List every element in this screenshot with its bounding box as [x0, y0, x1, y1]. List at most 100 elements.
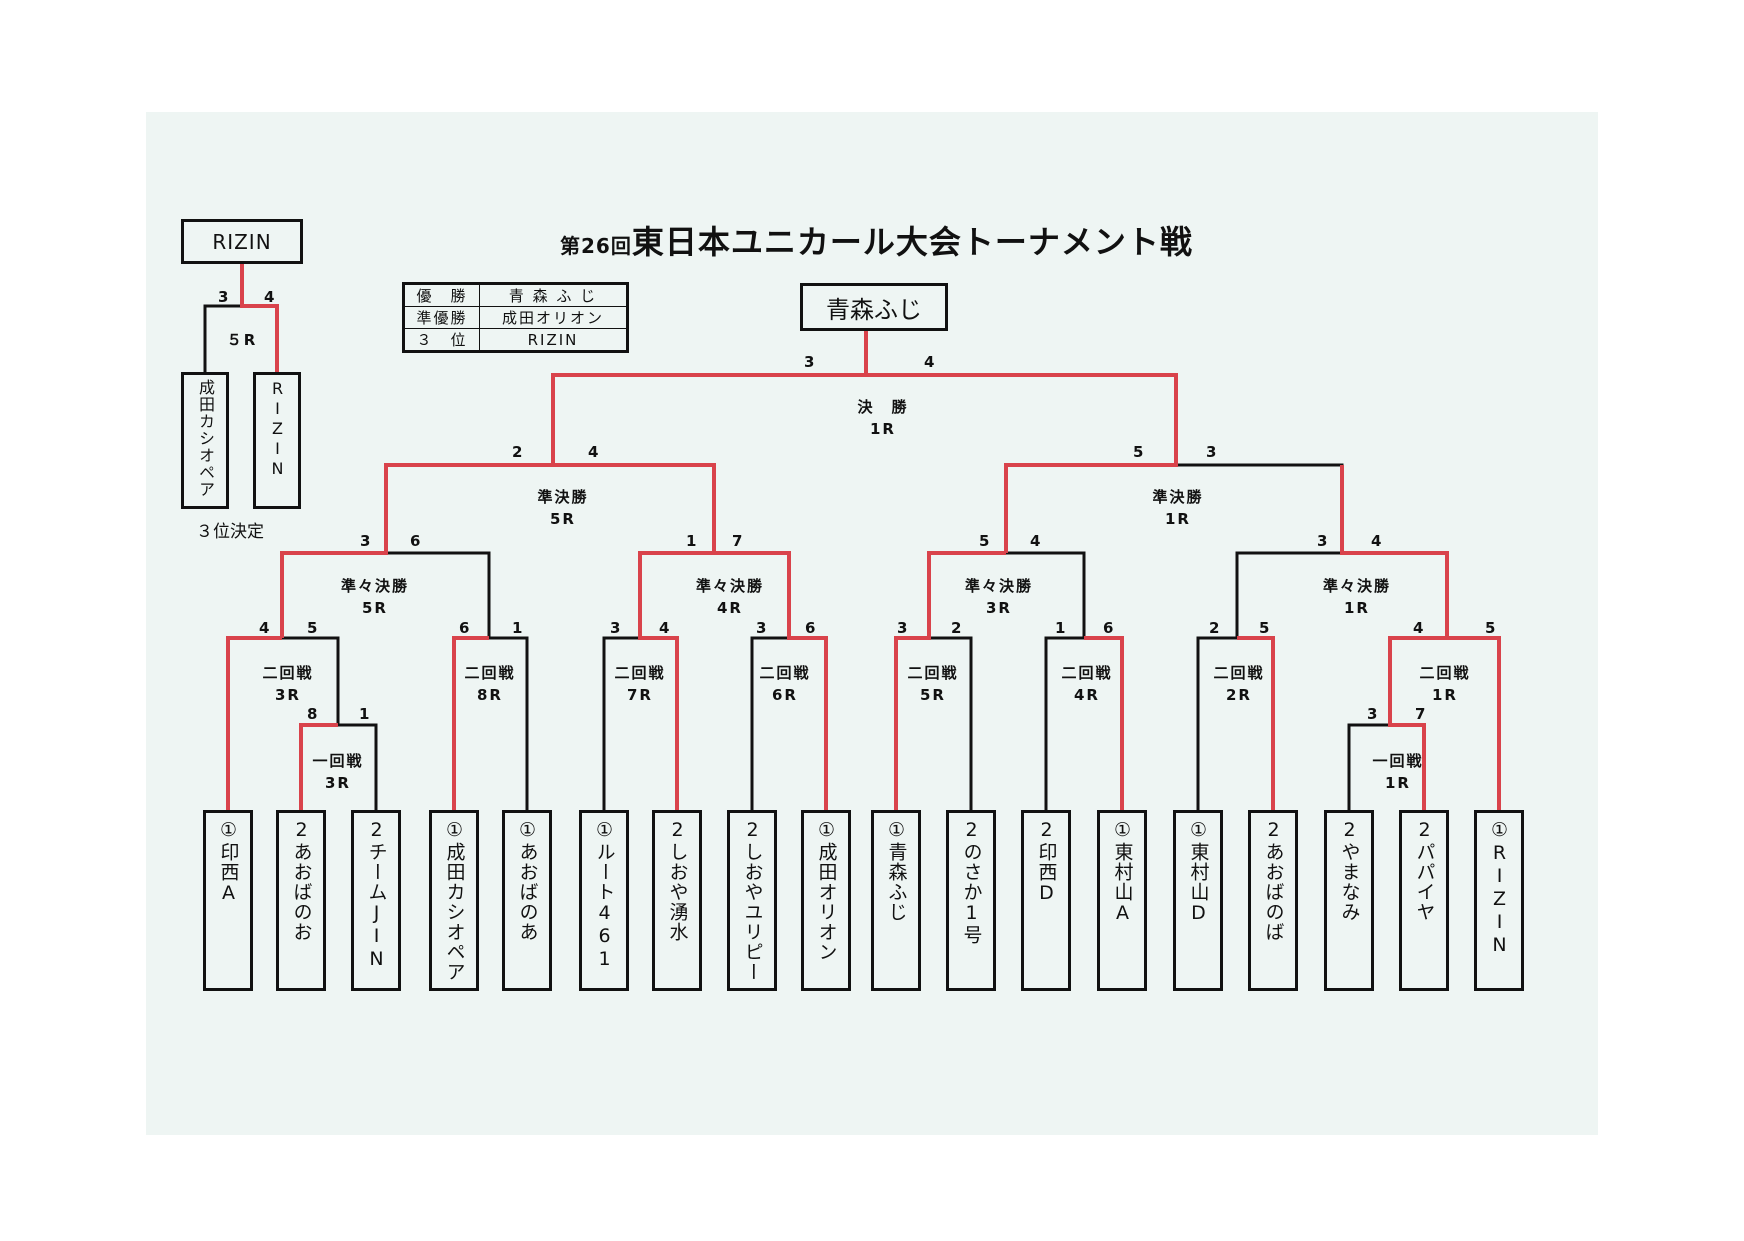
- page-title: 第26回東日本ユニカール大会トーナメント戦: [560, 217, 1193, 263]
- team-box: 2パパイヤ: [1399, 810, 1449, 991]
- team-box: 2あおばのお: [276, 810, 326, 991]
- score-qf3-a: 5: [979, 532, 990, 550]
- team-name: 2のさか1号: [960, 819, 983, 945]
- round-sheet: 4R: [1074, 686, 1100, 704]
- round-sheet: 3R: [986, 599, 1012, 617]
- round-name: 二回戦: [464, 664, 516, 682]
- score-semi-left-b: 4: [588, 443, 599, 461]
- result-value: 青 森 ふ じ: [479, 283, 628, 307]
- winning-path: [894, 551, 1006, 810]
- score-r1-2-b: 7: [1415, 705, 1426, 723]
- winning-path: [240, 264, 279, 372]
- round-sheet: 5R: [550, 510, 576, 528]
- score-qf2-a: 1: [686, 532, 697, 550]
- team-box: ①青森ふじ: [871, 810, 921, 991]
- round-label-r1-1: 一回戦 3R: [288, 750, 388, 794]
- score-r2-5-a: 3: [897, 619, 908, 637]
- team-box: 2印西D: [1021, 810, 1071, 991]
- team-name: 2やまなみ: [1338, 819, 1361, 922]
- round-label-r1-2: 一回戦 1R: [1348, 750, 1448, 794]
- round-name: 準決勝: [1152, 488, 1204, 506]
- result-value: RIZIN: [479, 328, 628, 352]
- winning-path: [1237, 636, 1275, 810]
- team-name: 2しおや湧水: [666, 819, 689, 942]
- result-value: 成田オリオン: [479, 306, 628, 329]
- round-label-qf1: 準々決勝 5R: [325, 575, 425, 619]
- team-name: 2あおばのお: [290, 819, 313, 942]
- round-sheet: 6R: [772, 686, 798, 704]
- team-box: 2あおばのば: [1248, 810, 1298, 991]
- score-r2-6-b: 6: [1103, 619, 1114, 637]
- team-name: 2チームJIN: [365, 819, 388, 971]
- round-name: 二回戦: [262, 664, 314, 682]
- team-box: ①成田カシオペア: [429, 810, 479, 991]
- team-box: 2チームJIN: [351, 810, 401, 991]
- round-name: 決 勝: [857, 398, 909, 416]
- team-name: ①ルート461: [593, 819, 616, 971]
- winning-path: [714, 551, 828, 810]
- winning-path: [280, 463, 553, 638]
- team-box: 2やまなみ: [1324, 810, 1374, 991]
- team-name: 2パパイヤ: [1413, 819, 1436, 922]
- result-label: ３ 位: [403, 328, 480, 352]
- score-r2-5-b: 2: [951, 619, 962, 637]
- team-box: ①あおばのあ: [502, 810, 552, 991]
- score-r2-1-b: 5: [307, 619, 318, 637]
- round-name: 一回戦: [1372, 752, 1424, 770]
- round-name: 一回戦: [312, 752, 364, 770]
- team-name: ①RIZIN: [1488, 819, 1511, 957]
- round-name: 二回戦: [907, 664, 959, 682]
- score-qf1-a: 3: [360, 532, 371, 550]
- round-sheet: 1R: [1385, 774, 1411, 792]
- round-sheet: 1R: [1165, 510, 1191, 528]
- score-r2-8-a: 4: [1413, 619, 1424, 637]
- team-box: ①成田オリオン: [801, 810, 851, 991]
- title-main: 東日本ユニカール大会トーナメント戦: [631, 223, 1193, 261]
- score-qf4-b: 4: [1371, 532, 1382, 550]
- round-sheet: 3R: [325, 774, 351, 792]
- winning-path: [226, 636, 282, 810]
- round-sheet: 5R: [920, 686, 946, 704]
- round-name: 二回戦: [759, 664, 811, 682]
- score-final-right: 4: [924, 353, 935, 371]
- team-box: 2しおや湧水: [652, 810, 702, 991]
- team-box: ①印西A: [203, 810, 253, 991]
- result-label: 準優勝: [403, 306, 480, 329]
- winning-path: [1084, 636, 1124, 810]
- round-sheet: 1R: [1344, 599, 1370, 617]
- team-box: 2のさか1号: [946, 810, 996, 991]
- round-name: 準々決勝: [1322, 577, 1391, 595]
- team-name: 成田カシオペア: [196, 379, 215, 498]
- team-name: 2あおばのば: [1262, 819, 1285, 942]
- round-sheet: 5R: [362, 599, 388, 617]
- score-semi-right-a: 5: [1133, 443, 1144, 461]
- round-name: 準々決勝: [340, 577, 409, 595]
- score-final-left: 3: [804, 353, 815, 371]
- round-sheet: 4R: [717, 599, 743, 617]
- score-r1-2-a: 3: [1367, 705, 1378, 723]
- round-sheet: 2R: [1226, 686, 1252, 704]
- round-sheet: 1R: [1432, 686, 1458, 704]
- third-place-label: ３位決定: [196, 522, 264, 542]
- round-label-r2-5: 二回戦 5R: [883, 662, 983, 706]
- score-semi-right-b: 3: [1206, 443, 1217, 461]
- score-r2-8-b: 5: [1485, 619, 1496, 637]
- score-r2-2-b: 1: [512, 619, 523, 637]
- score-r1-1-b: 1: [359, 705, 370, 723]
- team-name: ①成田カシオペア: [443, 819, 466, 982]
- team-box: ①ルート461: [579, 810, 629, 991]
- third-team-1: 成田カシオペア: [181, 372, 229, 509]
- round-name: 二回戦: [1419, 664, 1471, 682]
- team-name: RIZIN: [268, 379, 287, 479]
- result-label: 優 勝: [403, 283, 480, 307]
- round-name: 二回戦: [1213, 664, 1265, 682]
